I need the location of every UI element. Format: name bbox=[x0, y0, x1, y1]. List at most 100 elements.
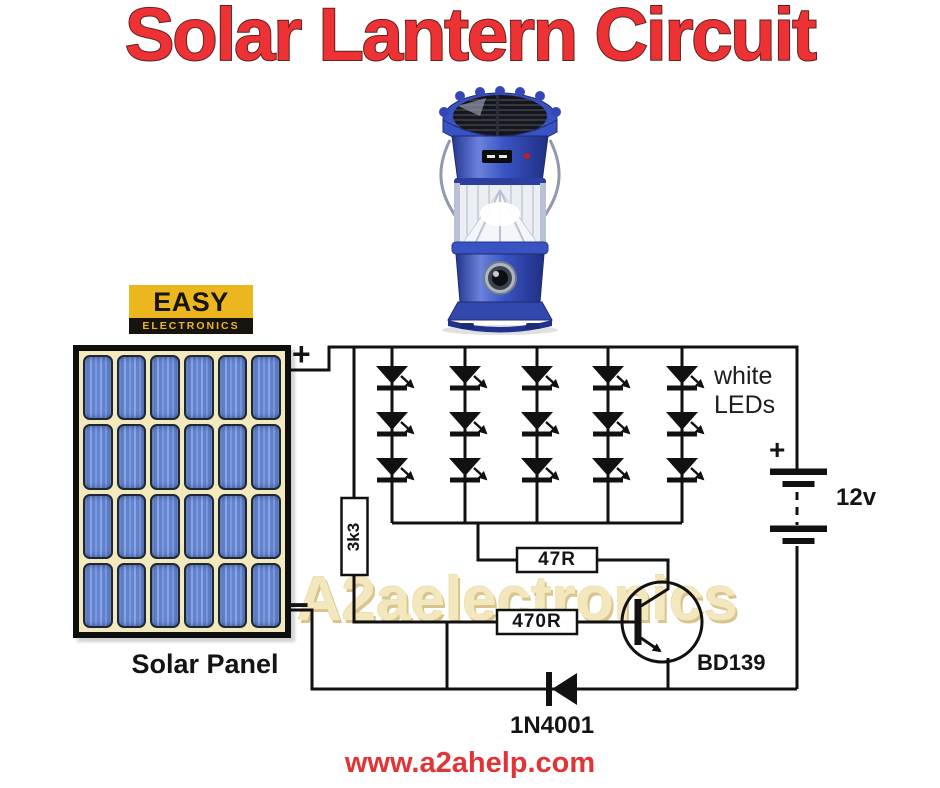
solar-panel-cell-grid bbox=[79, 351, 285, 632]
solar-cell bbox=[251, 562, 281, 628]
panel-plus-label: + bbox=[292, 336, 311, 372]
solar-cell bbox=[83, 493, 113, 559]
resistor-3k3-label: 3k3 bbox=[344, 522, 364, 551]
led-cathode-bar bbox=[593, 477, 623, 483]
led-symbol bbox=[592, 366, 624, 384]
collector-feed-wire bbox=[476, 523, 670, 590]
led-symbol bbox=[666, 412, 698, 430]
base-foot bbox=[460, 323, 474, 329]
led-cathode-bar bbox=[667, 385, 697, 391]
led-symbol bbox=[666, 458, 698, 476]
led-emission-arrow bbox=[473, 421, 488, 435]
led-symbol bbox=[449, 412, 481, 430]
resistor-47r-label: 47R bbox=[538, 549, 576, 570]
solar-cell bbox=[116, 355, 147, 421]
solar-cell-grid-lines bbox=[453, 95, 547, 137]
solar-cell bbox=[183, 562, 214, 628]
solar-cell bbox=[83, 424, 113, 490]
led-matrix bbox=[376, 347, 705, 523]
solar-cell bbox=[183, 493, 214, 559]
led-cathode-bar bbox=[450, 385, 480, 391]
led-emission-arrow bbox=[400, 375, 415, 389]
solar-cell bbox=[83, 562, 113, 628]
glass-post-left bbox=[454, 183, 460, 245]
website-url: www.a2ahelp.com bbox=[344, 747, 596, 779]
transistor-label: BD139 bbox=[697, 650, 766, 675]
led-cathode-bar bbox=[667, 431, 697, 437]
led-emission-arrow bbox=[616, 467, 631, 481]
led-emission-arrow bbox=[400, 467, 415, 481]
led-emission-arrow bbox=[690, 375, 705, 389]
rim-scallops bbox=[439, 86, 561, 117]
collar-lip bbox=[454, 178, 546, 185]
led-emission-arrow bbox=[616, 421, 631, 435]
led-cathode-bar bbox=[450, 431, 480, 437]
solar-cell bbox=[150, 562, 180, 628]
charge-port bbox=[482, 150, 512, 163]
page-title: Solar Lantern Circuit bbox=[124, 0, 818, 77]
resistor-47r-body bbox=[515, 546, 599, 574]
base-rim bbox=[448, 320, 552, 333]
led-cathode-bar bbox=[522, 385, 552, 391]
solar-cell bbox=[217, 355, 248, 421]
indicator-led bbox=[524, 153, 530, 159]
led-symbol bbox=[592, 458, 624, 476]
solar-cell bbox=[150, 493, 180, 559]
led-symbol bbox=[592, 412, 624, 430]
led-emission-arrow bbox=[473, 467, 488, 481]
led-emission-arrow bbox=[616, 375, 631, 389]
led-emission-arrow bbox=[545, 421, 560, 435]
led-cathode-bar bbox=[377, 477, 407, 483]
handle-right bbox=[541, 139, 561, 219]
led-emission-arrow bbox=[400, 421, 415, 435]
led-symbol bbox=[521, 412, 553, 430]
led-emission-arrow bbox=[473, 375, 488, 389]
base-foot bbox=[526, 323, 540, 329]
resistor-branch-wire bbox=[352, 347, 497, 689]
battery-plus-label: + bbox=[769, 434, 786, 465]
led-symbol bbox=[449, 458, 481, 476]
solar-cell bbox=[217, 562, 248, 628]
resistor-470r-label: 470R bbox=[512, 611, 562, 632]
solar-cell bbox=[183, 424, 214, 490]
led-symbol bbox=[376, 458, 408, 476]
led-symbol bbox=[376, 412, 408, 430]
solar-cell bbox=[217, 493, 248, 559]
port-pin bbox=[499, 155, 507, 158]
solar-cell bbox=[116, 562, 147, 628]
resistor-3k3-body bbox=[340, 496, 369, 577]
solar-panel-label: Solar Panel bbox=[131, 649, 279, 679]
led-cathode-bar bbox=[667, 477, 697, 483]
solar-cell bbox=[116, 424, 147, 490]
transistor-symbol bbox=[620, 580, 704, 664]
led-symbol bbox=[521, 366, 553, 384]
diode-symbol bbox=[546, 672, 577, 706]
solar-cell bbox=[251, 424, 281, 490]
easy-electronics-logo: EASY ELECTRONICS bbox=[129, 285, 253, 334]
led-symbol bbox=[376, 366, 408, 384]
solar-cell bbox=[183, 355, 214, 421]
solar-lantern-image bbox=[439, 86, 561, 335]
positive-rail-wire bbox=[290, 345, 799, 469]
led-cathode-bar bbox=[450, 477, 480, 483]
led-symbol bbox=[449, 366, 481, 384]
solar-cell bbox=[251, 493, 281, 559]
led-cathode-bar bbox=[593, 431, 623, 437]
led-symbol bbox=[521, 458, 553, 476]
battery-voltage-label: 12v bbox=[836, 484, 877, 511]
led-emission-arrow bbox=[690, 421, 705, 435]
logo-electronics-text: ELECTRONICS bbox=[129, 318, 253, 334]
solar-cell bbox=[83, 355, 113, 421]
led-cathode-bar bbox=[593, 385, 623, 391]
logo-easy-text: EASY bbox=[129, 285, 253, 318]
solar-cell bbox=[116, 493, 147, 559]
led-cathode-bar bbox=[377, 431, 407, 437]
resistor-470r-body bbox=[495, 608, 579, 636]
solar-cell bbox=[150, 424, 180, 490]
led-emission-arrow bbox=[545, 375, 560, 389]
solar-cell bbox=[150, 355, 180, 421]
panel-minus-label: − bbox=[288, 584, 310, 625]
port-pin bbox=[487, 155, 495, 158]
